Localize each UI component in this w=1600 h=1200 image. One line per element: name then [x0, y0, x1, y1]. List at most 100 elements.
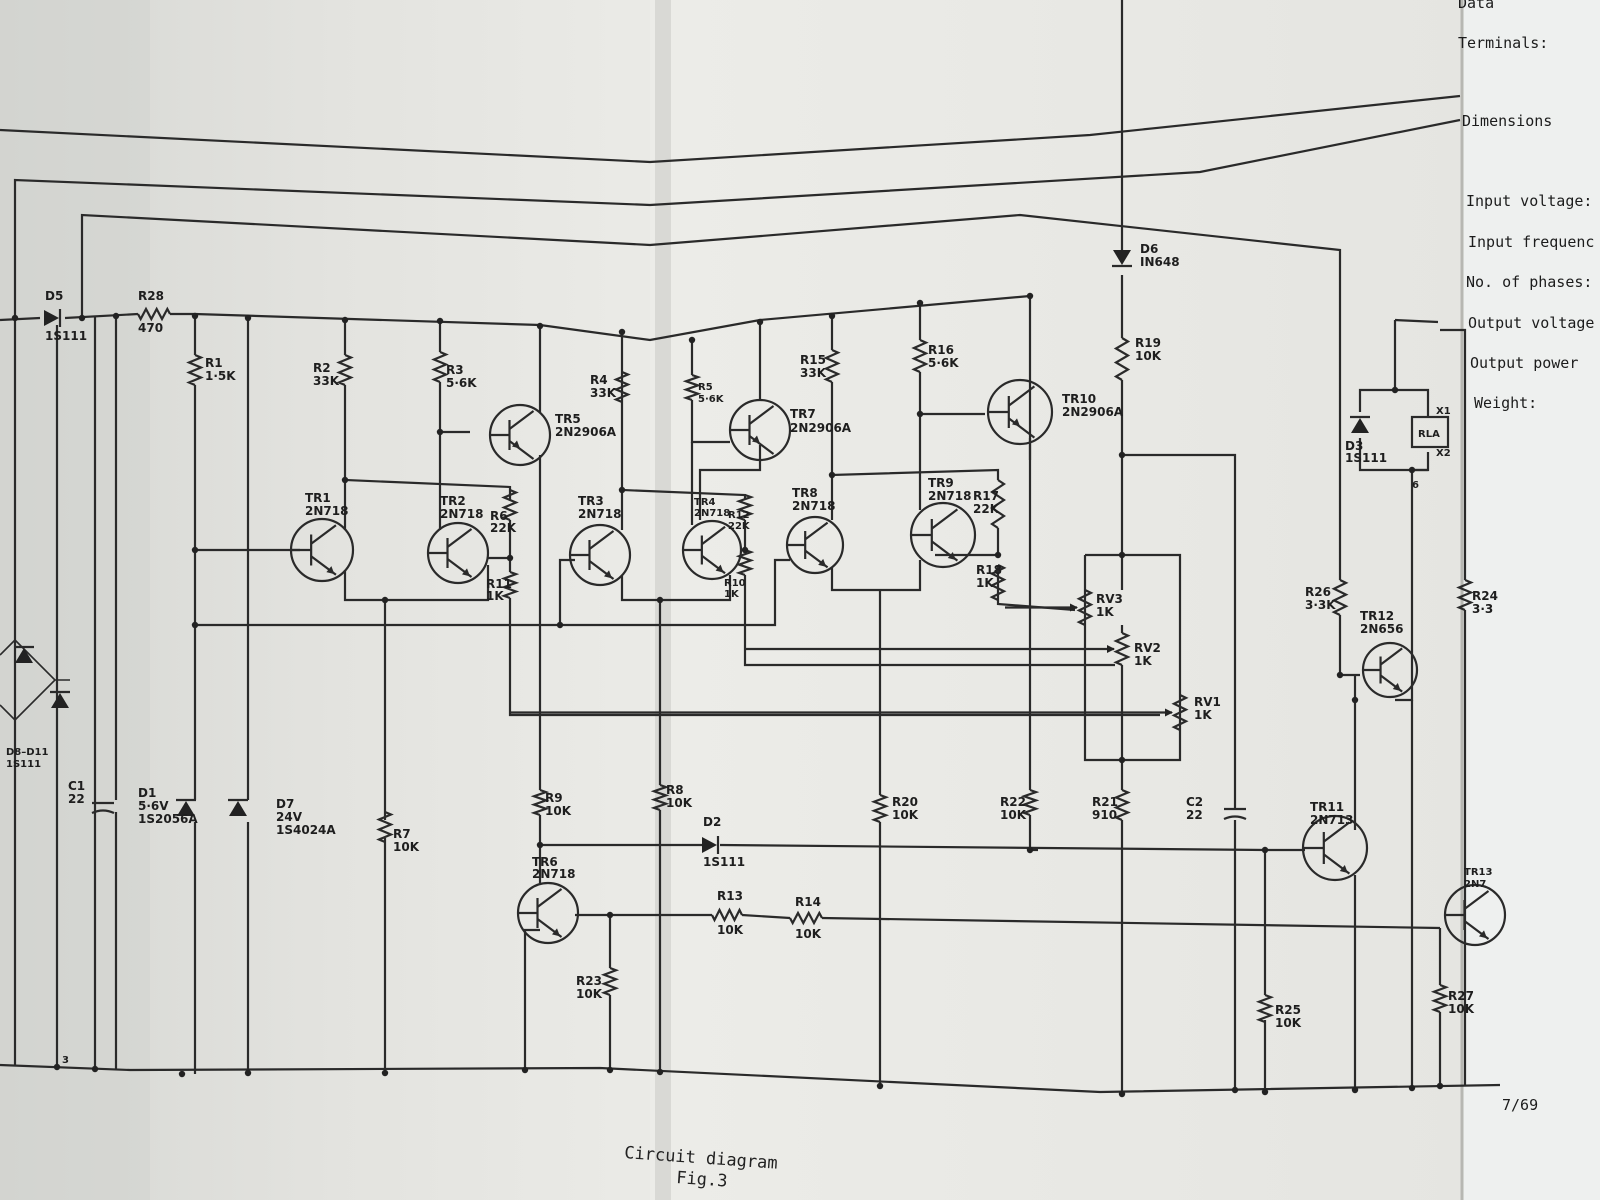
component-label: RLA: [1418, 429, 1440, 440]
tr3-transistor: [568, 523, 632, 587]
c1-plate: [91, 809, 115, 815]
junction-dot: [916, 410, 924, 418]
component-label: R11: [486, 577, 512, 591]
component-label: R18: [976, 563, 1002, 577]
component-label: R5: [698, 382, 713, 393]
rv3-resistor: [1076, 589, 1094, 626]
tr2-transistor: [426, 521, 490, 585]
component-label: RV3: [1096, 592, 1123, 606]
junction-dot: [828, 312, 836, 320]
component-label: 22K: [490, 521, 517, 535]
circuit-wires: [0, 0, 1501, 1094]
d1-triangle: [177, 801, 195, 816]
junction-dot: [521, 1066, 529, 1074]
component-label: 10K: [892, 808, 919, 822]
component-label: TR9: [928, 476, 954, 490]
tr11-collector: [1323, 821, 1351, 843]
component-label: 22: [1186, 808, 1203, 822]
component-label: 1K: [1134, 654, 1152, 668]
component-label: R10: [724, 578, 746, 589]
r24-zigzag: [1456, 578, 1474, 612]
component-label: R9: [545, 791, 563, 805]
component-label: R7: [393, 827, 411, 841]
component-label: 10K: [545, 804, 572, 818]
component-label: 5·6K: [446, 376, 477, 390]
d2-diode: [702, 836, 720, 854]
relay-coil-box: [1410, 415, 1450, 449]
junction-dot: [191, 621, 199, 629]
r18-zigzag: [989, 564, 1007, 601]
r5-resistor: [682, 373, 702, 402]
junction-dot: [1026, 846, 1034, 854]
tr8-arrow: [818, 558, 827, 567]
data-field: Input frequenc: [1468, 233, 1594, 251]
junction-dot: [1351, 1086, 1359, 1094]
component-label: R4: [590, 373, 608, 387]
junction-dot: [536, 841, 544, 849]
junction-dot: [1261, 1088, 1269, 1096]
junction-dot: [191, 546, 199, 554]
component-label: 2N718: [532, 867, 575, 881]
component-label: 3·3K: [1305, 598, 1336, 612]
tr9-arrow: [947, 551, 956, 560]
component-label: R21: [1092, 795, 1118, 809]
tr10-transistor: [986, 378, 1054, 446]
d9-triangle: [51, 693, 69, 708]
r10-zigzag: [735, 548, 755, 577]
component-label: 1K: [1194, 708, 1212, 722]
r7-resistor: [376, 810, 394, 844]
junction-dot: [1231, 1086, 1239, 1094]
junction-dot: [656, 1068, 664, 1076]
r1-resistor: [186, 353, 204, 387]
r4-resistor: [613, 370, 631, 404]
d6-diode: [1112, 250, 1132, 268]
component-label: 3: [62, 1055, 69, 1066]
r25-zigzag: [1255, 993, 1275, 1024]
tr4-arrow: [715, 564, 724, 573]
component-label: TR1: [305, 491, 331, 505]
tr7-collector: [748, 405, 775, 425]
component-label: 10K: [1135, 349, 1162, 363]
component-label: 910: [1092, 808, 1117, 822]
component-label: IN648: [1140, 255, 1180, 269]
r5-zigzag: [682, 373, 702, 402]
r24-resistor: [1456, 578, 1474, 612]
component-label: 1K: [486, 589, 504, 603]
rla-relay: [1410, 415, 1450, 449]
r19-zigzag: [1113, 337, 1131, 381]
component-label: R24: [1472, 589, 1498, 603]
d8-triangle: [15, 648, 33, 663]
junction-dot: [112, 312, 120, 320]
component-label: 22K: [728, 521, 751, 532]
tr1-collector: [310, 524, 337, 545]
r16-zigzag: [911, 338, 929, 374]
d7-triangle: [229, 801, 247, 816]
component-label: R2: [313, 361, 331, 375]
component-label: TR13: [1464, 867, 1492, 878]
component-label: TR12: [1360, 609, 1394, 623]
component-label: 2N718: [578, 507, 621, 521]
component-label: 1S111: [6, 759, 41, 770]
component-label: 10K: [1275, 1016, 1302, 1030]
d6-triangle: [1113, 250, 1131, 265]
component-label: 22K: [973, 502, 1000, 516]
junction-dot: [381, 596, 389, 604]
